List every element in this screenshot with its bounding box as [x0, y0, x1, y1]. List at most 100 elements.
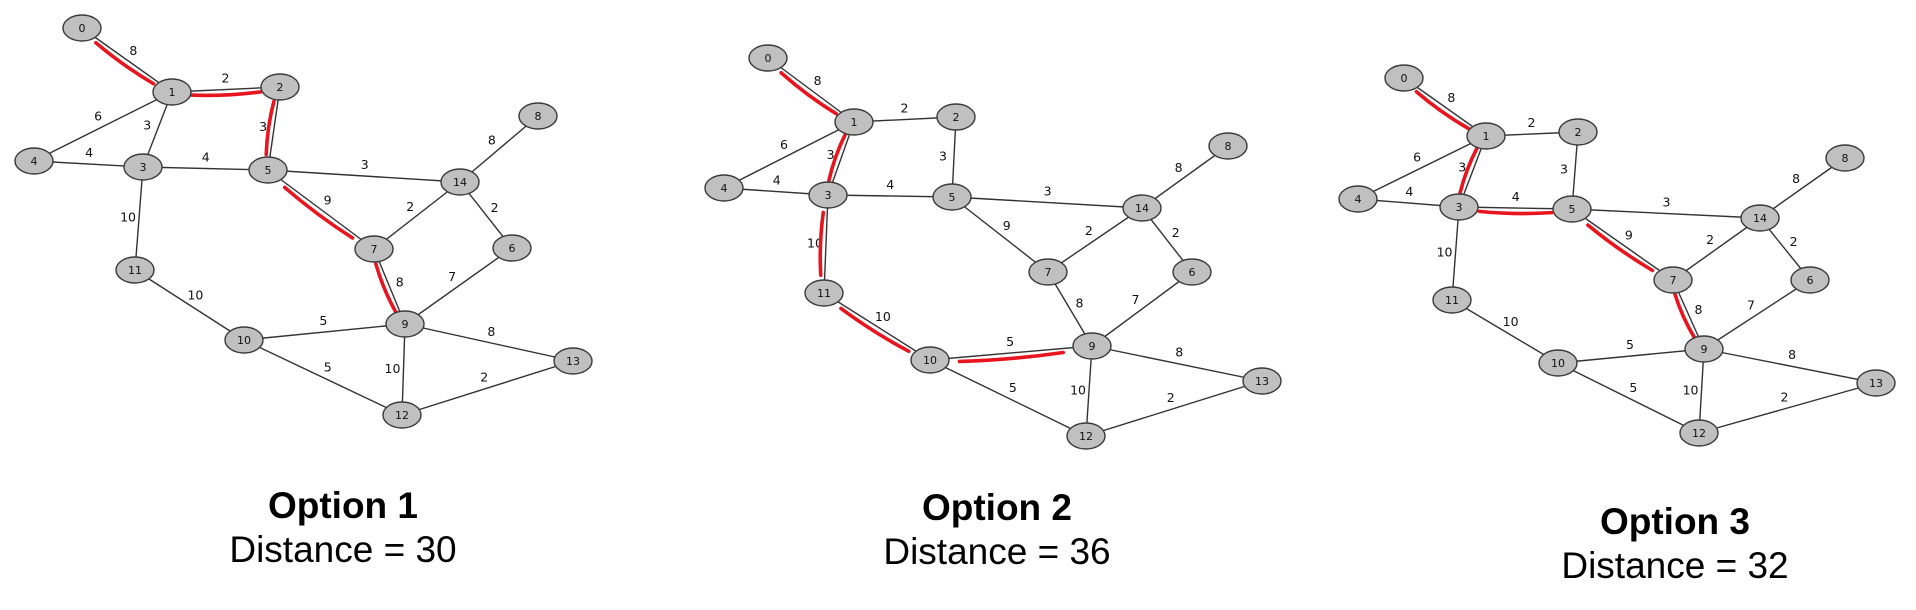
node-label: 11	[128, 264, 142, 277]
node-circle	[1338, 185, 1378, 213]
edge-weight-label: 5	[1626, 337, 1634, 352]
node-label: 14	[1135, 202, 1149, 215]
graph-node-8: 8	[1825, 144, 1865, 172]
edge-weight-label: 2	[222, 71, 230, 86]
graph-node-7: 7	[1653, 266, 1693, 294]
node-label: 10	[237, 334, 251, 347]
edge-10-9	[243, 323, 406, 341]
edge-3-11	[134, 166, 144, 271]
edge-9-13	[1703, 348, 1877, 384]
node-label: 1	[1483, 130, 1490, 143]
edge-10-12	[1557, 362, 1700, 434]
graph-node-11: 11	[115, 256, 155, 284]
edge-9-12	[1698, 348, 1705, 434]
graph-node-13: 13	[1856, 369, 1896, 397]
node-label: 4	[1355, 193, 1362, 206]
edge-weight-label: 2	[1781, 389, 1789, 404]
highlight-stroke-1-2	[189, 90, 263, 98]
edge-weight-label: 5	[324, 360, 332, 375]
highlight-stroke-1-3	[827, 131, 848, 183]
option-2-title: Option 2	[921, 487, 1073, 528]
edge-7-14	[1047, 207, 1143, 273]
edge-weight-label: 7	[448, 269, 456, 284]
edge-0-1	[767, 57, 855, 123]
graph-node-0: 0	[748, 44, 788, 72]
highlight-stroke-3-11	[818, 210, 826, 277]
edge-weight-label: 8	[1695, 302, 1703, 317]
edge-7-14	[1672, 217, 1761, 281]
option-1-title: Option 1	[267, 485, 419, 526]
edge-weight-label: 9	[1003, 218, 1011, 233]
graph-node-6: 6	[492, 234, 532, 262]
node-label: 14	[1753, 212, 1767, 225]
edge-weight-label: 2	[1167, 390, 1175, 405]
edge-weight-label: 3	[1458, 160, 1466, 175]
node-label: 5	[265, 164, 272, 177]
edge-weight-label: 10	[1437, 245, 1453, 260]
node-circle	[1558, 118, 1598, 146]
edge-2-5	[267, 86, 281, 171]
option-3-title: Option 3	[1599, 501, 1751, 542]
node-label: 9	[402, 318, 409, 331]
graph-node-5: 5	[932, 183, 972, 211]
edge-weight-label: 8	[1175, 345, 1183, 360]
edge-14-8	[459, 115, 539, 183]
node-circle	[518, 102, 558, 130]
node-label: 12	[395, 409, 409, 422]
node-label: 12	[1692, 427, 1706, 440]
node-label: 8	[1842, 152, 1849, 165]
edge-weight-label: 2	[1790, 234, 1798, 249]
node-label: 12	[1079, 430, 1093, 443]
node-circle	[123, 153, 163, 181]
edge-weight-label: 2	[480, 370, 488, 385]
edge-weight-label: 5	[1629, 380, 1637, 395]
node-label: 6	[509, 242, 516, 255]
edge-9-12	[1085, 345, 1093, 437]
graph-node-4: 4	[14, 147, 54, 175]
edge-weight-label: 7	[1131, 292, 1139, 307]
graph-node-0: 0	[1384, 64, 1424, 92]
node-label: 14	[453, 176, 467, 189]
edge-9-13	[404, 323, 574, 362]
option-2-caption: Option 2 Distance = 36	[678, 486, 1316, 574]
node-circle	[115, 256, 155, 284]
edge-weight-label: 9	[1625, 228, 1633, 243]
option-3-distance: Distance = 32	[1561, 545, 1789, 586]
node-label: 9	[1701, 343, 1708, 356]
node-label: 13	[1255, 375, 1269, 388]
node-label: 4	[31, 155, 38, 168]
edges-group	[723, 57, 1263, 437]
node-label: 9	[1089, 340, 1096, 353]
node-label: 6	[1807, 274, 1814, 287]
graph-node-14: 14	[1122, 194, 1162, 222]
edge-weight-label: 5	[319, 313, 327, 328]
graph-node-6: 6	[1172, 258, 1212, 286]
node-circle	[1439, 193, 1479, 221]
node-label: 2	[953, 111, 960, 124]
edge-weight-label: 4	[773, 173, 781, 188]
highlight-stroke-5-7	[282, 185, 355, 240]
node-label: 13	[1869, 377, 1883, 390]
highlight-stroke-0-1	[1414, 89, 1471, 131]
edge-weight-label: 8	[1788, 347, 1796, 362]
edges-group	[1357, 77, 1877, 434]
edge-9-13	[1091, 345, 1263, 382]
node-circle	[492, 234, 532, 262]
graph-node-12: 12	[382, 401, 422, 429]
edge-11-10	[823, 292, 931, 361]
node-circle	[1856, 369, 1896, 397]
edge-weight-label: 3	[259, 119, 267, 134]
edge-weight-label: 3	[143, 118, 151, 133]
edge-3-11	[1451, 206, 1460, 301]
graph-node-3: 3	[123, 153, 163, 181]
node-circle	[808, 181, 848, 209]
node-circle	[260, 73, 300, 101]
edge-weight-label: 4	[1405, 184, 1413, 199]
edge-weight-label: 4	[1512, 189, 1520, 204]
graph-node-11: 11	[804, 279, 844, 307]
highlight-path-group	[779, 70, 1065, 364]
edge-weight-label: 10	[875, 309, 891, 324]
